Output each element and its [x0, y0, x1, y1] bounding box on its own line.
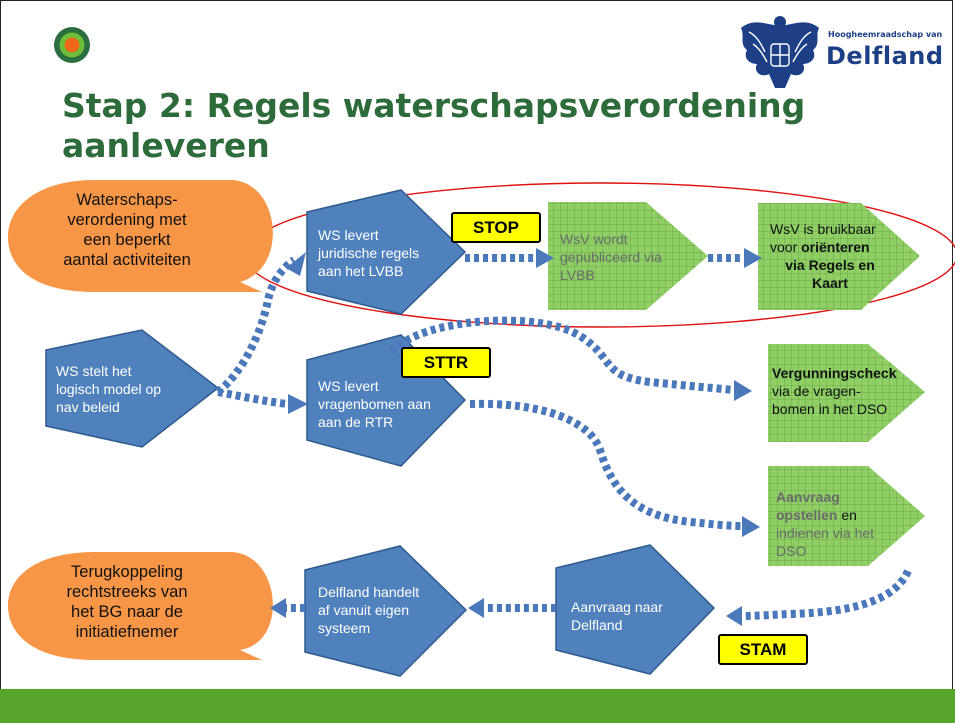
connector-vragenbomen-aanvraag — [469, 399, 743, 530]
shape-wsv-bruikbaar — [758, 203, 920, 310]
logo-name: Delfland — [826, 42, 944, 70]
arrowhead — [726, 606, 742, 626]
badge-stam: STAM — [718, 634, 808, 665]
arrowhead — [536, 248, 554, 268]
connector-logisch-juridisch — [215, 256, 297, 396]
orange-bottom-text: Terugkoppeling rechtstreeks van het BG n… — [66, 563, 188, 641]
ws-vragenbomen-text: WS levert vragenbomen aan aan de RTR — [318, 378, 431, 430]
shape-aanvraag-opstellen — [768, 466, 925, 566]
badge-sttr: STTR — [401, 347, 491, 378]
arrowhead — [468, 598, 484, 618]
slide-title: Stap 2: Regels waterschapsverordening aa… — [62, 86, 806, 165]
arrowhead — [286, 252, 306, 276]
delfland-handelt-text: Delfland handelt af vanuit eigen systeem — [318, 584, 420, 636]
orange-callout-bottom — [8, 552, 273, 660]
vergunningscheck-text: Vergunningscheck via de vragen- bomen in… — [772, 365, 897, 417]
shape-ws-logisch — [45, 329, 220, 448]
arrowhead — [288, 394, 308, 414]
orange-top-text: Waterschaps- verordening met een beperkt… — [63, 191, 191, 269]
bottom-bar — [0, 689, 955, 723]
ws-juridisch-text: WS levert juridische regels aan het LVBB — [318, 227, 420, 279]
shape-ws-juridisch — [306, 189, 467, 315]
aanvraag-opstellen-text: Aanvraag opstellen en indienen via het D… — [776, 489, 875, 559]
arrowhead — [742, 516, 760, 537]
logo-subtitle: Hoogheemraadschap van — [828, 30, 943, 39]
target-circle-icon — [54, 27, 90, 63]
arrowhead — [270, 598, 286, 618]
connector-aanvraag-stam — [741, 569, 912, 620]
delfland-eagle-logo-icon — [741, 16, 819, 88]
wsv-gepubliceerd-text: WsV wordt gepubliceerd via LVBB — [560, 231, 662, 283]
aanvraag-delfland-text: Aanvraag naar Delfland — [571, 599, 663, 633]
shape-aanvraag-delfland — [555, 544, 716, 675]
badge-stop: STOP — [451, 212, 541, 243]
connector-sttr-vergunningscheck — [388, 316, 735, 394]
arrowhead — [734, 380, 752, 401]
wsv-bruikbaar-text: WsV is bruikbaar voor oriënteren via Reg… — [770, 221, 876, 291]
connector-logisch-vragenbomen — [217, 388, 289, 408]
shape-vergunningscheck — [768, 344, 925, 442]
arrowhead — [744, 248, 762, 268]
shape-delfland-handelt — [304, 545, 468, 677]
ws-logisch-text: WS stelt het logisch model op nav beleid — [56, 363, 162, 415]
shape-wsv-gepubliceerd — [548, 202, 708, 310]
orange-callout-top — [8, 180, 273, 292]
